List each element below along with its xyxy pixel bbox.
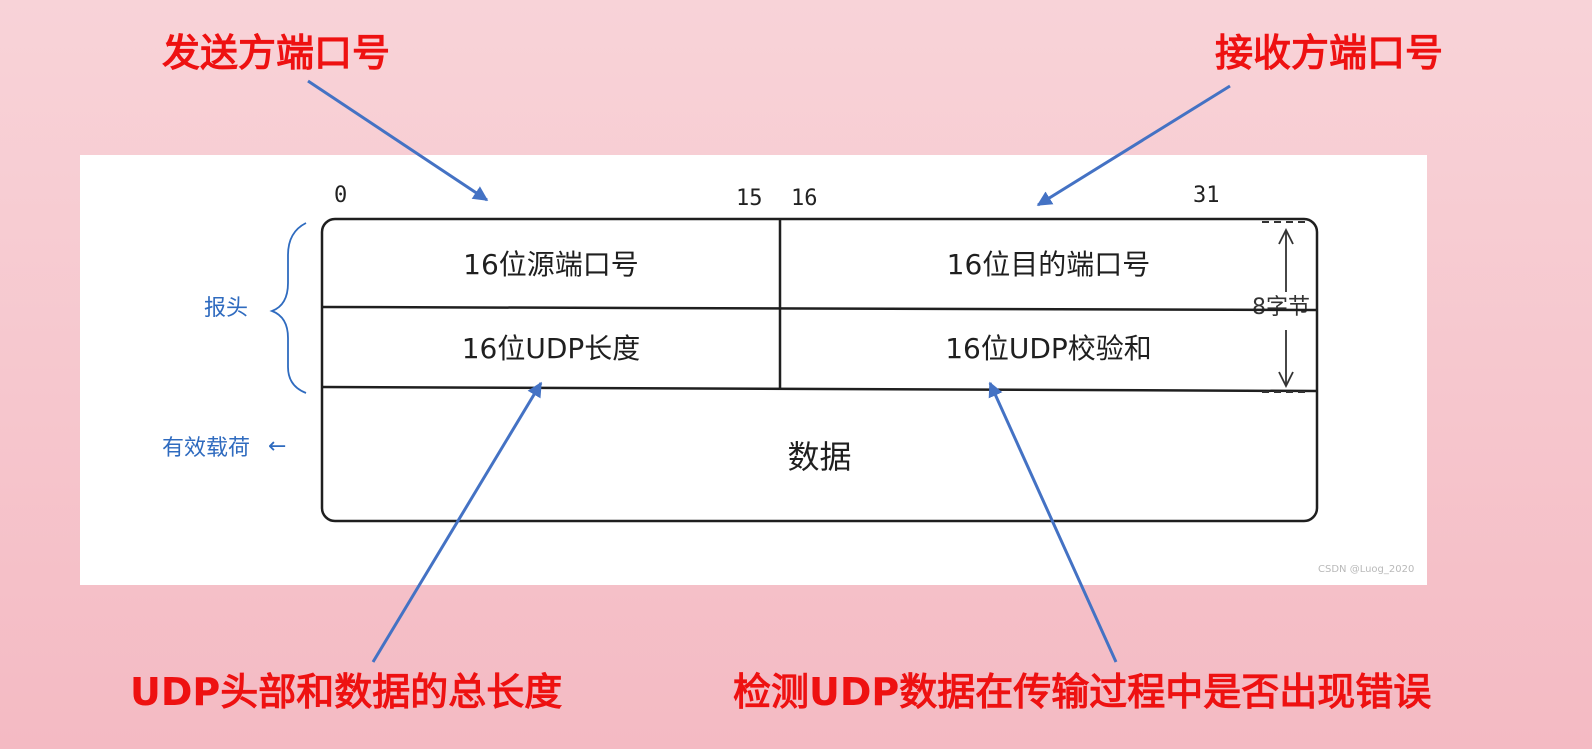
length-meaning-callout: UDP头部和数据的总长度 bbox=[130, 670, 563, 714]
udp-header-diagram: 0 15 16 31 16位源端口号 16位目的端口号 16位UDP长度 16位… bbox=[80, 155, 1427, 585]
header-label: 报头 bbox=[204, 296, 249, 321]
sender-port-callout: 发送方端口号 bbox=[162, 31, 391, 75]
header-size-label: 8字节 bbox=[1252, 295, 1310, 320]
packet-outline bbox=[320, 217, 1319, 523]
bit-31-label: 31 bbox=[1193, 183, 1220, 208]
size-arrow-down-head bbox=[1278, 371, 1294, 389]
payload-arrow-icon: ← bbox=[268, 434, 287, 459]
checksum-meaning-callout: 检测UDP数据在传输过程中是否出现错误 bbox=[733, 670, 1432, 714]
row-divider-2 bbox=[321, 385, 1318, 393]
receiver-port-arrow bbox=[1036, 84, 1231, 207]
source-port-field: 16位源端口号 bbox=[463, 248, 639, 281]
length-arrow bbox=[371, 381, 543, 663]
checksum-field: 16位UDP校验和 bbox=[945, 332, 1152, 365]
sender-port-arrow bbox=[307, 79, 489, 202]
checksum-arrow bbox=[988, 381, 1118, 663]
receiver-port-callout: 接收方端口号 bbox=[1215, 31, 1444, 75]
bit-15-label: 15 bbox=[736, 186, 763, 211]
header-brace-icon bbox=[269, 222, 307, 394]
row-divider-1 bbox=[321, 305, 1318, 312]
size-arrow-up-head bbox=[1278, 227, 1294, 245]
bit-16-label: 16 bbox=[791, 186, 818, 211]
data-field: 数据 bbox=[787, 438, 852, 476]
payload-label: 有效载荷 bbox=[162, 436, 251, 461]
bit-0-label: 0 bbox=[334, 183, 348, 208]
watermark: CSDN @Luog_2020 bbox=[1318, 564, 1415, 575]
dest-port-field: 16位目的端口号 bbox=[946, 248, 1151, 281]
length-field: 16位UDP长度 bbox=[461, 332, 641, 365]
